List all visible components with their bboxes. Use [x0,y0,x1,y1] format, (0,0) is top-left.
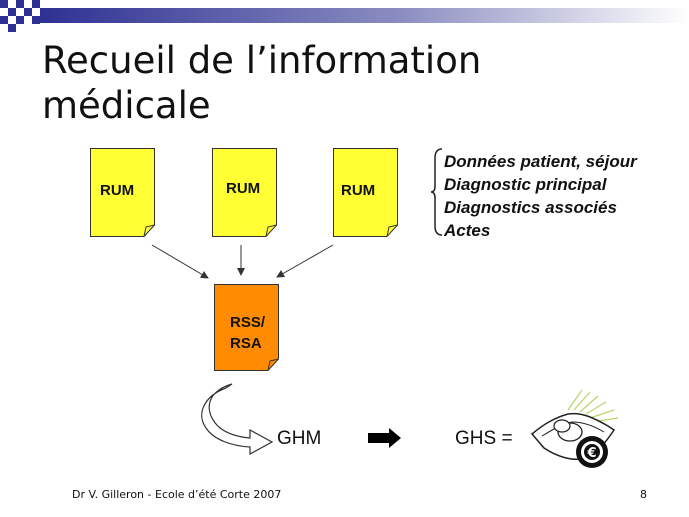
document-shape [90,148,155,237]
title-line-1: Recueil de l’information [42,39,482,82]
arrow-rum3-to-rss [276,244,334,278]
title-line-2: médicale [42,84,211,127]
list-item: Diagnostics associés [444,198,617,217]
page-number: 8 [640,488,647,501]
corner-decoration [0,0,689,32]
rum-label-2: RUM [226,180,261,197]
curved-arrow [201,383,274,456]
document-shape [212,148,277,237]
rum-label-1: RUM [100,182,135,199]
svg-text:€: € [586,446,596,461]
document-shape [333,148,398,237]
footer-author: Dr V. Gilleron - Ecole d’été Corte 2007 [72,488,282,501]
list-item: Données patient, séjour [444,152,637,171]
rum-document-2: RUM [212,148,278,237]
banknote-euro-icon: € [530,389,619,468]
document-shape [214,284,279,371]
page-title: Recueil de l’information médicale [42,38,481,128]
list-item: Diagnostic principal [444,175,607,194]
brace-shape [430,148,443,236]
rss-label-line-1: RSS/ [230,314,266,331]
rum-document-3: RUM [333,148,399,237]
rum-label-3: RUM [341,182,376,199]
ghs-label: GHS = [455,428,513,449]
arrow-rum1-to-rss [151,244,209,279]
rss-rsa-document: RSS/ RSA [214,284,280,371]
rum-document-1: RUM [90,148,156,237]
rum-contents-list: Données patient, séjour Diagnostic princ… [444,150,637,242]
rss-label-line-2: RSA [230,335,262,352]
list-item: Actes [444,221,491,240]
ghm-label: GHM [277,428,322,449]
thick-arrow [368,428,401,448]
